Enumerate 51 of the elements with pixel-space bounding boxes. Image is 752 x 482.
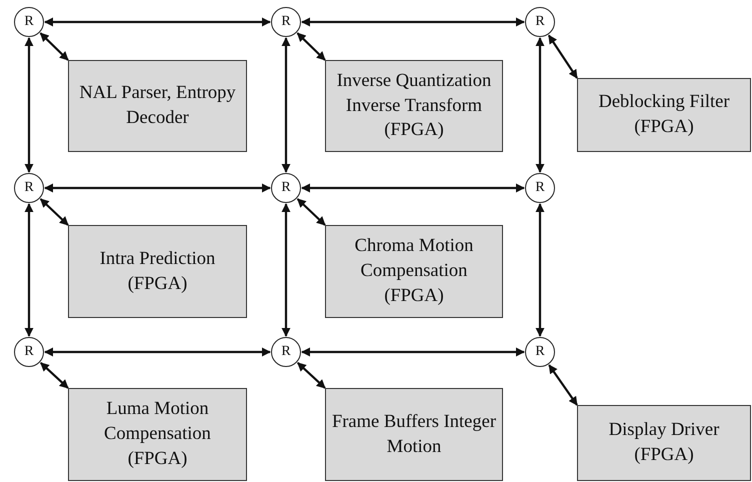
arrow — [297, 362, 326, 389]
module-label: Inverse Quantization Inverse Transform — [336, 70, 492, 118]
arrow — [536, 203, 544, 337]
module-box — [577, 405, 751, 481]
module-label: Display Driver — [608, 419, 720, 442]
arrow — [548, 34, 578, 79]
module-label: Deblocking Filter — [598, 91, 730, 114]
arrow — [301, 348, 525, 356]
module-label: NAL Parser, Entropy Decoder — [78, 82, 237, 130]
arrow — [24, 203, 34, 337]
arrow — [301, 184, 525, 192]
module-label: (FPGA) — [634, 444, 694, 467]
module-box — [325, 225, 503, 318]
module-box — [68, 388, 247, 481]
module-label: (FPGA) — [128, 272, 188, 296]
arrow — [24, 37, 34, 173]
arrow — [301, 18, 525, 26]
arrow — [44, 18, 271, 26]
arrow — [536, 37, 544, 173]
module-box — [68, 60, 247, 152]
arrow — [282, 37, 290, 173]
module-label: (FPGA) — [128, 448, 188, 471]
router-circle: R — [14, 337, 44, 367]
arrow — [548, 364, 578, 406]
router-circle: R — [14, 173, 44, 203]
arrow — [282, 203, 290, 337]
arrow — [40, 32, 69, 61]
router-circle: R — [525, 337, 555, 367]
module-label: (FPGA) — [384, 119, 444, 142]
router-circle: R — [271, 337, 301, 367]
module-box — [68, 225, 247, 318]
router-circle: R — [525, 7, 555, 37]
arrow — [296, 32, 326, 61]
router-circle: R — [525, 173, 555, 203]
module-label: Intra Prediction — [100, 248, 216, 271]
module-label: Luma Motion Compensation — [103, 398, 212, 446]
router-circle: R — [271, 7, 301, 37]
arrow — [296, 198, 326, 226]
router-circle: R — [14, 7, 44, 37]
arrow — [44, 348, 271, 356]
router-circle: R — [271, 173, 301, 203]
module-label: (FPGA) — [634, 116, 694, 139]
module-box — [577, 78, 751, 152]
module-label: Chroma Motion Compensation — [354, 235, 474, 284]
module-box — [325, 388, 503, 481]
module-label: Frame Buffers Integer Motion — [330, 410, 498, 458]
arrow — [44, 184, 271, 192]
module-label: (FPGA) — [384, 284, 444, 308]
arrow — [40, 198, 69, 226]
arrow — [40, 362, 69, 389]
module-box — [325, 60, 503, 152]
